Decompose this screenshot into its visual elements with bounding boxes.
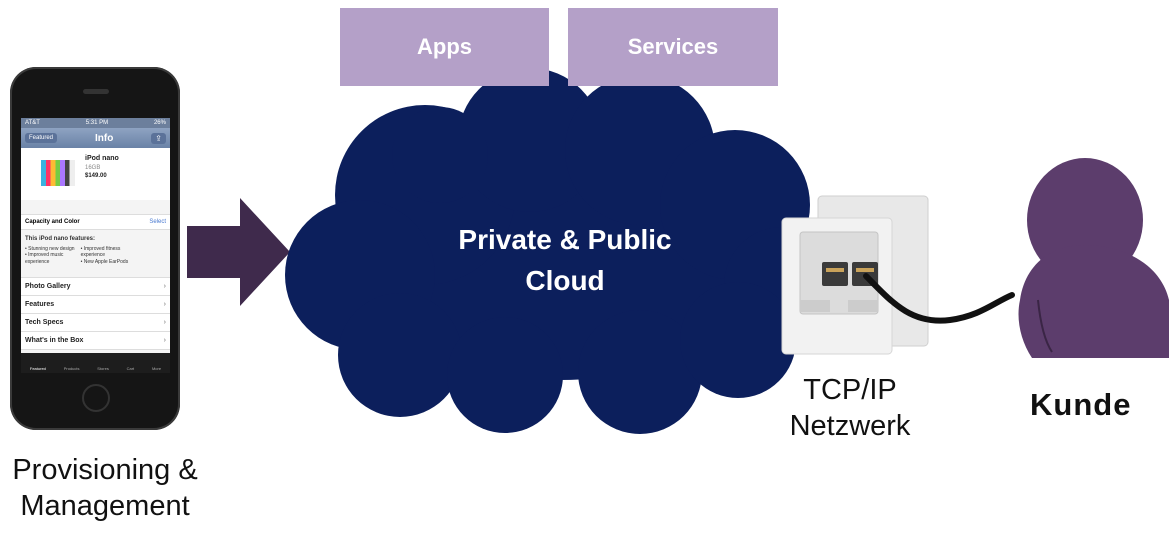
features-section: This iPod nano features: • Stunning new …: [21, 230, 170, 271]
cloud-shape: [285, 68, 840, 434]
nav-bar: Featured Info ⇪: [21, 128, 170, 148]
services-box: Services: [568, 8, 778, 86]
menu-item-label: Tech Specs: [25, 319, 64, 327]
tab-featured[interactable]: Featured: [29, 366, 46, 371]
provisioning-label-line2: Management: [20, 490, 190, 523]
apps-box: Apps: [340, 8, 549, 86]
feature-item: • Improved fitness: [80, 245, 121, 252]
status-battery: 26%: [153, 120, 166, 126]
feature-item: experience: [80, 252, 106, 259]
feature-item: • Stunning new design: [25, 245, 75, 252]
chevron-right-icon: ›: [163, 337, 166, 345]
customer-label: Kunde: [1030, 387, 1132, 422]
product-price: $149.00: [85, 173, 107, 180]
capacity-label: Capacity and Color: [25, 219, 80, 225]
feature-item: • Improved music: [25, 252, 64, 259]
tab-products[interactable]: Products: [63, 366, 80, 371]
menu-list: Photo Gallery › Features › Tech Specs › Wha…: [21, 277, 170, 351]
feature-item: experience: [25, 258, 50, 265]
product-image: [41, 160, 75, 186]
phone-speaker: [83, 89, 109, 94]
smartphone: AT&T 5:31 PM 26% Featured Info ⇪ iPod na…: [10, 67, 180, 430]
network-cable: [863, 273, 1015, 324]
menu-item-photo-gallery[interactable]: Photo Gallery ›: [21, 278, 170, 297]
chevron-right-icon: ›: [163, 319, 166, 327]
network-label-line1: TCP/IP: [803, 374, 897, 406]
flow-arrow: [187, 198, 290, 306]
product-name: iPod nano: [85, 155, 119, 162]
cloud-label: Private & Public Cloud: [410, 220, 720, 301]
nav-title: Info: [94, 132, 114, 144]
features-heading: This iPod nano features:: [25, 236, 96, 242]
network-socket: [781, 195, 929, 355]
menu-item-whats-in-the-box[interactable]: What's in the Box ›: [21, 332, 170, 351]
port-left: [822, 262, 848, 286]
network-label: TCP/IP Netzwerk: [770, 372, 930, 445]
tab-more[interactable]: More: [151, 366, 162, 371]
person-icon: [1018, 158, 1169, 358]
product-capacity: 16GB: [85, 164, 101, 171]
menu-item-label: What's in the Box: [25, 337, 84, 345]
menu-item-tech-specs[interactable]: Tech Specs ›: [21, 314, 170, 333]
capacity-row[interactable]: Capacity and Color Select: [21, 214, 170, 230]
tab-stores[interactable]: Stores: [97, 366, 109, 371]
tab-bar: Featured Products Stores Cart More: [21, 353, 170, 373]
apps-label: Apps: [417, 34, 472, 59]
cloud-label-line2: Cloud: [525, 264, 605, 296]
feature-item: • New Apple EarPods: [80, 258, 129, 265]
provisioning-label-line1: Provisioning &: [12, 454, 198, 486]
provisioning-label: Provisioning & Management: [0, 452, 210, 525]
cloud-label-line1: Private & Public: [458, 224, 672, 255]
chevron-right-icon: ›: [163, 301, 166, 309]
status-bar: AT&T 5:31 PM 26%: [21, 118, 170, 128]
menu-item-features[interactable]: Features ›: [21, 296, 170, 315]
phone-home-button: [82, 384, 110, 412]
phone-screen: AT&T 5:31 PM 26% Featured Info ⇪ iPod na…: [21, 118, 170, 373]
menu-item-label: Photo Gallery: [25, 283, 71, 291]
network-label-line2: Netzwerk: [789, 410, 911, 443]
capacity-select[interactable]: Select: [149, 219, 166, 225]
services-label: Services: [627, 34, 719, 59]
status-time: 5:31 PM: [85, 120, 109, 126]
share-icon[interactable]: ⇪: [151, 132, 166, 144]
status-carrier: AT&T: [25, 120, 40, 126]
tab-cart[interactable]: Cart: [126, 366, 135, 371]
nav-back-button[interactable]: Featured: [25, 133, 58, 143]
menu-item-label: Features: [25, 301, 55, 309]
product-card: iPod nano 16GB $149.00: [21, 148, 170, 200]
chevron-right-icon: ›: [163, 283, 166, 291]
